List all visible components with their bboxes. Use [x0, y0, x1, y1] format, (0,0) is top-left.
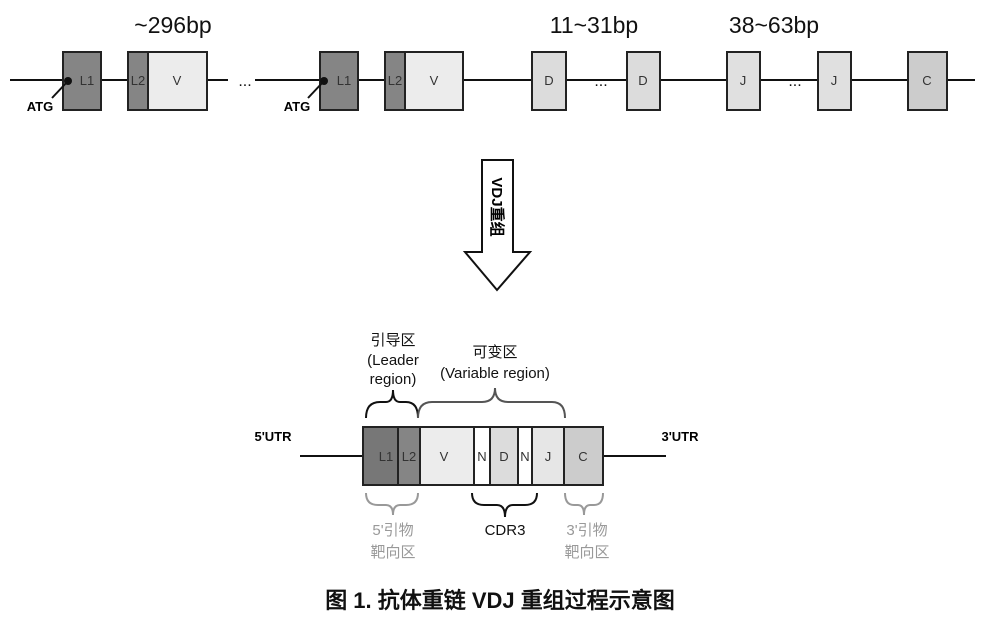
- v-exon: [404, 51, 464, 111]
- l1-exon: [319, 51, 359, 111]
- j-segment: [817, 51, 852, 111]
- c-label: C: [922, 73, 931, 88]
- d-label: D: [638, 73, 647, 88]
- d-segment: [626, 51, 661, 111]
- leader-region-label: region): [370, 371, 417, 388]
- primer3-label: 靶向区: [564, 544, 609, 561]
- leader-region-label: 引导区: [370, 332, 415, 349]
- d-label: D: [499, 449, 508, 464]
- l2-label: L2: [131, 73, 145, 88]
- j-segment: [726, 51, 761, 111]
- v-label: V: [173, 73, 182, 88]
- rearranged-transcript: [362, 426, 604, 486]
- n-label: N: [477, 449, 486, 464]
- l1-label: L1: [337, 73, 351, 88]
- leader-region-label: (Leader: [367, 352, 419, 369]
- vdj-recombination-label: VDJ重组: [488, 177, 506, 236]
- atg-marker: ATG ATG: [27, 77, 328, 114]
- variable-brace: [417, 387, 566, 419]
- ellipsis: ...: [594, 73, 607, 90]
- v-size-label: ~296bp: [134, 12, 211, 38]
- primer5-label: 5'引物: [372, 522, 413, 539]
- j-label: J: [545, 449, 552, 464]
- variable-region-label: (Variable region): [440, 365, 550, 382]
- cdr3-brace: [471, 492, 538, 518]
- d-segment: [531, 51, 567, 111]
- l2-label: L2: [402, 449, 416, 464]
- primer3-brace: [564, 492, 604, 516]
- primer5-brace: [365, 492, 419, 516]
- v-label: V: [440, 449, 449, 464]
- ellipsis: ...: [238, 73, 251, 90]
- l1-label: L1: [379, 449, 393, 464]
- c-label: C: [578, 449, 587, 464]
- ellipsis: ...: [788, 73, 801, 90]
- utr5-label: 5'UTR: [254, 429, 292, 444]
- j-label: J: [831, 73, 838, 88]
- utr3-label: 3'UTR: [661, 429, 699, 444]
- primer3-label: 3'引物: [566, 522, 607, 539]
- c-segment: [907, 51, 948, 111]
- leader-brace: [365, 389, 419, 419]
- l1-label: L1: [80, 73, 94, 88]
- d-label: D: [544, 73, 553, 88]
- j-size-label: 38~63bp: [729, 12, 819, 38]
- svg-text:ATG: ATG: [284, 99, 310, 114]
- l2-label: L2: [388, 73, 402, 88]
- figure-caption: 图 1. 抗体重链 VDJ 重组过程示意图: [325, 588, 675, 613]
- primer5-label: 靶向区: [370, 544, 415, 561]
- j-label: J: [740, 73, 747, 88]
- v-exon: [147, 51, 208, 111]
- svg-text:ATG: ATG: [27, 99, 53, 114]
- variable-region-label: 可变区: [472, 344, 517, 361]
- cdr3-label: CDR3: [485, 522, 526, 539]
- d-size-label: 11~31bp: [550, 12, 638, 38]
- recombination-arrow-icon: VDJ重组: [462, 159, 533, 292]
- v-label: V: [430, 73, 439, 88]
- n-label: N: [520, 449, 529, 464]
